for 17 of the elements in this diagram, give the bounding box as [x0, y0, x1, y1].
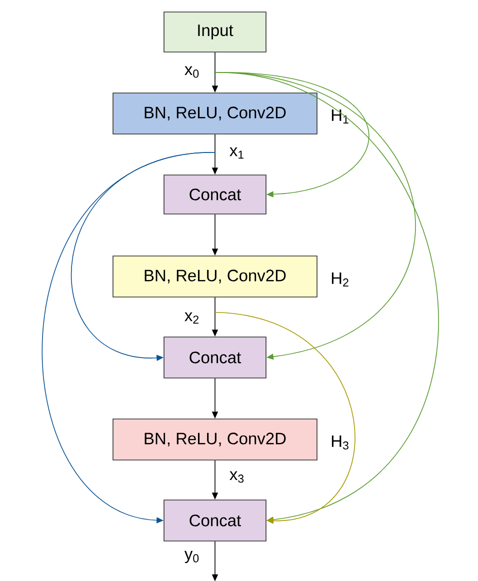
concat-box: Concat [164, 336, 266, 378]
layer-label: H$_{2}$ [332, 272, 348, 286]
edge-label: y$_{0}$ [183, 550, 201, 564]
skip-connection [214, 312, 356, 524]
concat-box: Concat [164, 174, 266, 214]
concat-box: Concat [164, 500, 266, 542]
edge-label: x$_{2}$ [183, 311, 201, 325]
layer-box: BN, ReLU, Conv2D [112, 418, 318, 460]
layer-box: BN, ReLU, Conv2D [112, 92, 318, 134]
edge-label: x$_{0}$ [183, 65, 201, 79]
layer-label: H$_{3}$ [332, 435, 348, 450]
layer-label: H$_{1}$ [332, 110, 348, 124]
input-box: Input [164, 12, 266, 52]
edge-label: x$_{3}$ [228, 470, 246, 484]
skip-connection [42, 152, 216, 524]
edge-label: x$_{1}$ [228, 146, 246, 160]
layer-box: BN, ReLU, Conv2D [112, 256, 318, 298]
